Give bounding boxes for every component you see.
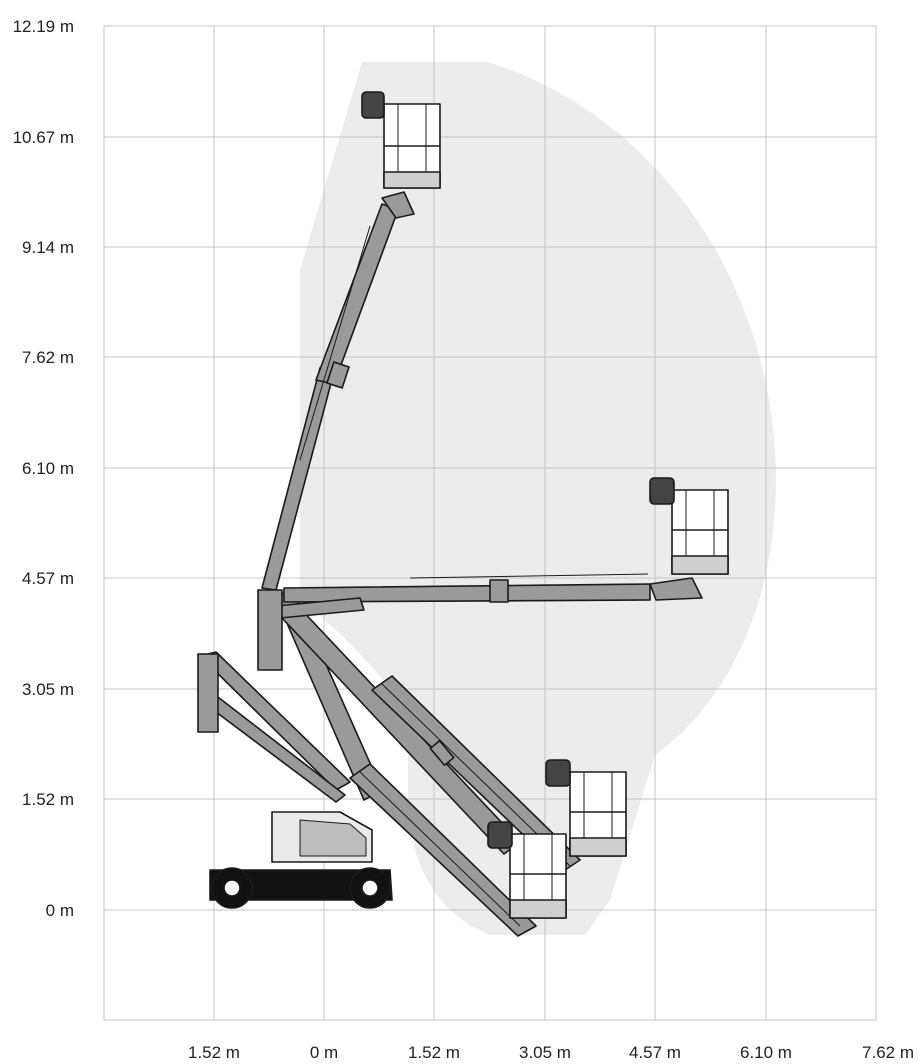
x-tick-label: 4.57 m bbox=[629, 1043, 681, 1062]
chassis bbox=[209, 811, 393, 909]
platform-basket-icon bbox=[487, 821, 567, 919]
x-tick-label: 6.10 m bbox=[740, 1043, 792, 1062]
x-tick-label: 0 m bbox=[310, 1043, 338, 1062]
y-axis-ticks: 12.19 m 10.67 m 9.14 m 7.62 m 6.10 m 4.57 m 3.… bbox=[13, 17, 74, 920]
boom-horizontal bbox=[275, 573, 703, 619]
x-axis-ticks: 1.52 m 0 m 1.52 m 3.05 m 4.57 m 6.10 m 7.62 m bbox=[188, 1043, 914, 1062]
platform-basket-icon bbox=[649, 477, 729, 575]
y-tick-label: 9.14 m bbox=[22, 238, 74, 257]
x-tick-label: 7.62 m bbox=[862, 1043, 914, 1062]
x-tick-label: 1.52 m bbox=[408, 1043, 460, 1062]
turret-post bbox=[257, 589, 283, 671]
platform-basket-icon bbox=[361, 91, 441, 189]
platform-basket-icon bbox=[545, 759, 627, 857]
aerial-lift-machine-icon bbox=[197, 91, 729, 937]
y-tick-label: 0 m bbox=[46, 901, 74, 920]
boom-mid-diagonal bbox=[281, 605, 581, 873]
x-tick-label: 1.52 m bbox=[188, 1043, 240, 1062]
y-tick-label: 6.10 m bbox=[22, 459, 74, 478]
boom-low-position bbox=[197, 587, 537, 937]
boom-high-position bbox=[261, 191, 415, 591]
y-tick-label: 1.52 m bbox=[22, 790, 74, 809]
x-tick-label: 3.05 m bbox=[519, 1043, 571, 1062]
y-tick-label: 12.19 m bbox=[13, 17, 74, 36]
y-tick-label: 3.05 m bbox=[22, 680, 74, 699]
y-tick-label: 10.67 m bbox=[13, 128, 74, 147]
y-tick-label: 7.62 m bbox=[22, 348, 74, 367]
y-tick-label: 4.57 m bbox=[22, 569, 74, 588]
